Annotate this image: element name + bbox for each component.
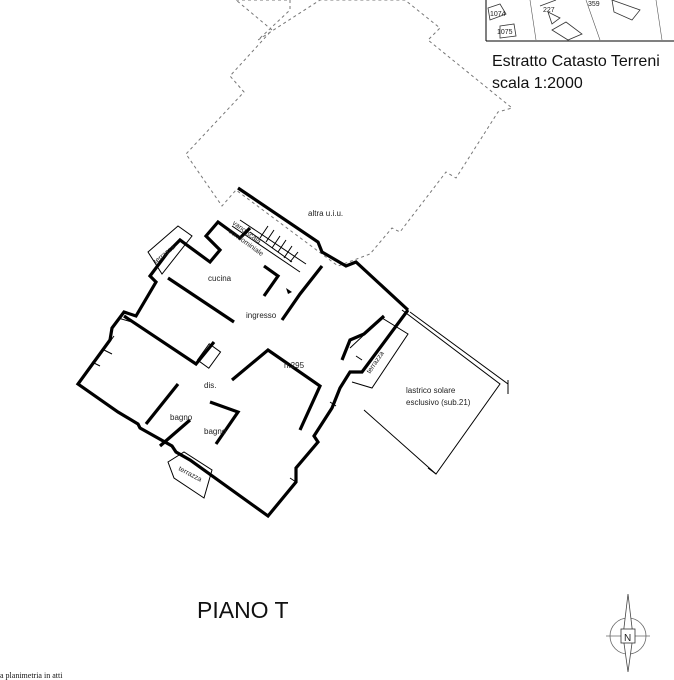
label-bagno-2: bagno (204, 427, 227, 436)
parcel-1074: 1074 (490, 11, 506, 18)
label-dis: dis. (204, 381, 216, 390)
label-lastrico-1: lastrico solare (406, 386, 456, 395)
cadastral-title: Estratto Catasto Terreni (492, 53, 660, 70)
cadastral-inset: 1074 227 359 1075 (485, 0, 674, 42)
room-labels: altra u.i.u. vano scala condominiale cuc… (153, 209, 471, 484)
label-cucina: cucina (208, 274, 232, 283)
parcel-227: 227 (543, 7, 555, 14)
label-lastrico-2: esclusivo (sub.21) (406, 398, 471, 407)
north-arrow-icon: N (606, 593, 650, 673)
adjacent-unit-outline (185, 0, 514, 267)
label-ingresso: ingresso (246, 311, 277, 320)
cadastral-scale: scala 1:2000 (492, 75, 583, 92)
label-altra-ui: altra u.i.u. (308, 209, 343, 218)
floor-title: PIANO T (197, 597, 289, 623)
label-terrazza-nw: terrazza (153, 244, 177, 266)
label-height: h.295 (284, 361, 305, 370)
cadastral-extract-caption: Estratto Catasto Terreni scala 1:2000 (492, 51, 660, 95)
apartment-walls (75, 186, 509, 519)
parcel-359: 359 (588, 1, 600, 8)
label-bagno-1: bagno (170, 413, 193, 422)
footer-note: a planimetria in atti (0, 671, 63, 680)
north-label: N (624, 633, 631, 644)
parcel-1075: 1075 (497, 29, 513, 36)
